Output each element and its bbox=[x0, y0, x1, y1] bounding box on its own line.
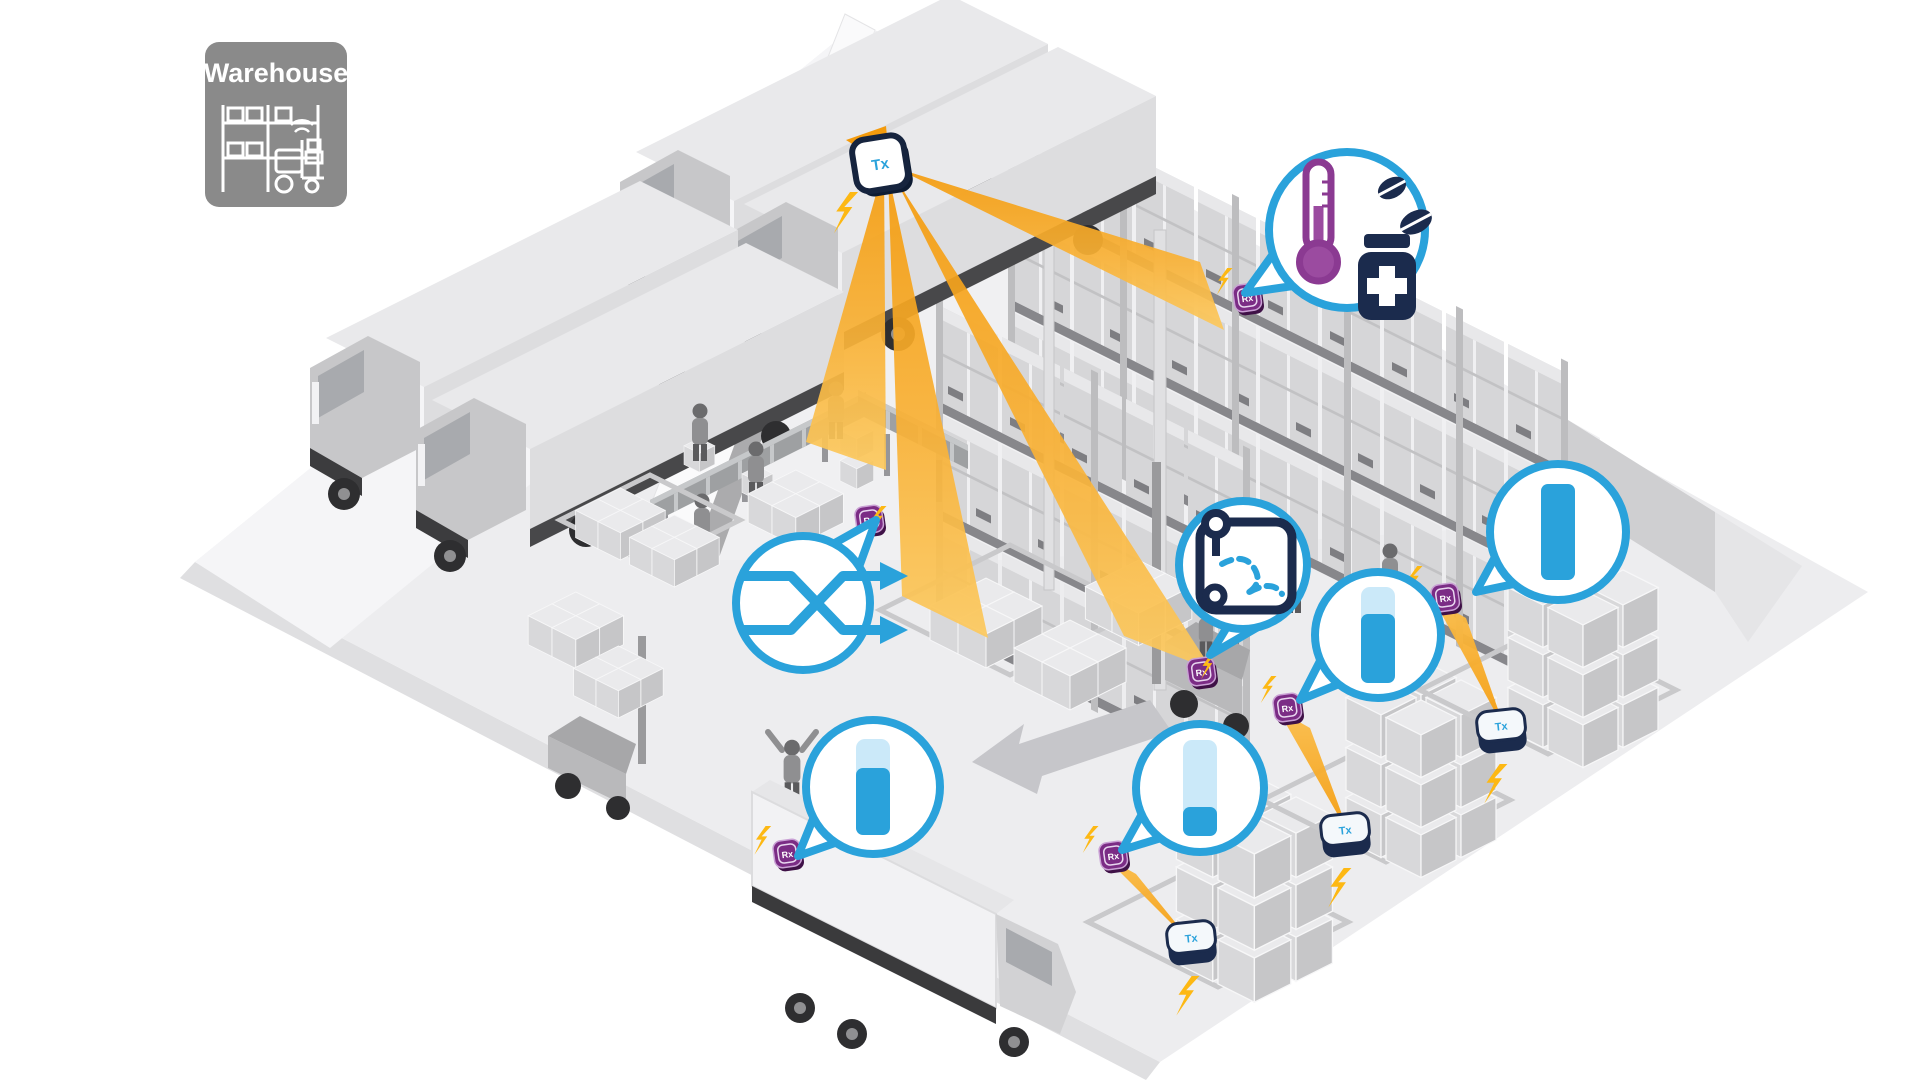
beam-to-floor-pallets bbox=[888, 172, 988, 638]
callout-battery-full bbox=[1472, 460, 1630, 604]
route-map-pin-icon bbox=[1195, 509, 1297, 615]
callout-cold-chain-pharma bbox=[1241, 148, 1432, 320]
forklift-dock bbox=[548, 636, 663, 820]
badge-title: Warehouse bbox=[204, 58, 349, 88]
warehouse-badge: Warehouse bbox=[204, 42, 349, 207]
floor-direction-arrow bbox=[972, 700, 1172, 794]
beam-to-conveyor bbox=[806, 166, 886, 470]
warehouse-rack-forklift-icon bbox=[221, 105, 324, 194]
callout-battery-low bbox=[1118, 720, 1268, 856]
callout-sorting bbox=[732, 516, 908, 674]
wall-transmitter: Tx bbox=[849, 132, 913, 197]
worker-arms-up bbox=[765, 729, 819, 801]
battery-level-icon bbox=[1361, 587, 1395, 683]
shuffle-arrows-icon bbox=[741, 562, 908, 644]
battery-level-icon bbox=[1541, 484, 1575, 580]
beam-to-shelf-sensor bbox=[896, 168, 1224, 330]
callout-route-tracking bbox=[1175, 497, 1311, 659]
battery-level-icon bbox=[1183, 740, 1217, 836]
floor-transmitter bbox=[1164, 918, 1220, 968]
thermometer-pills-medicine-icon bbox=[1296, 158, 1432, 320]
floor-transmitter bbox=[1318, 810, 1374, 860]
callout-battery-mid bbox=[1296, 568, 1445, 704]
floor-transmitter bbox=[1474, 706, 1530, 756]
beam-to-forklift bbox=[894, 176, 1212, 670]
callout-battery-truck bbox=[794, 716, 944, 860]
wireless-power-beams bbox=[806, 126, 1224, 670]
wall-transmitter-label: Tx bbox=[870, 155, 891, 175]
battery-level-icon bbox=[856, 739, 890, 835]
